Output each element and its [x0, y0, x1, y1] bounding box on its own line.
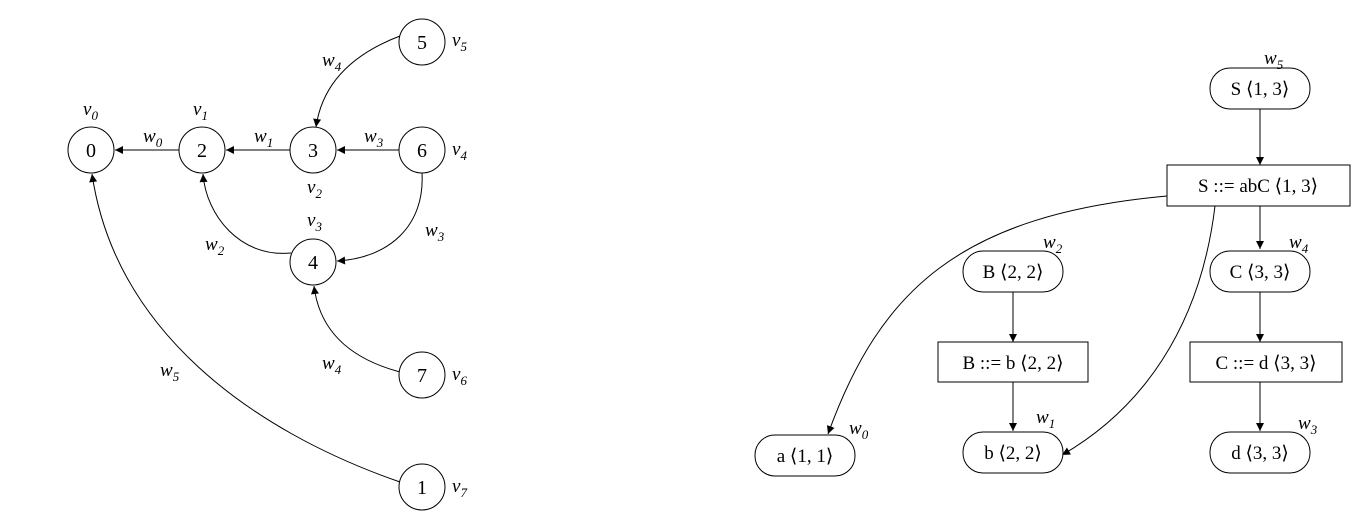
svg-text:C ⟨3, 3⟩: C ⟨3, 3⟩	[1230, 262, 1291, 283]
nonterminal-node-S: S ⟨1, 3⟩	[1209, 67, 1311, 110]
edge-5-3	[313, 35, 401, 128]
label-v2: v2	[307, 177, 322, 201]
vertex-labels: v0 v1 v2 v3 v4 v5 v6 v7	[83, 30, 467, 500]
weight-label: w4	[1289, 232, 1309, 256]
node-6: 6	[398, 126, 446, 174]
left-graph-nodes: 0 2 3 6 5 4 7 1	[67, 18, 446, 511]
weight-label: w5	[160, 360, 180, 384]
weight-label: w5	[1264, 48, 1284, 72]
svg-text:6: 6	[417, 140, 427, 162]
edge-Srule-a	[826, 195, 1168, 435]
weight-label: w0	[143, 126, 163, 150]
node-4: 4	[289, 238, 337, 286]
svg-text:d ⟨3, 3⟩: d ⟨3, 3⟩	[1231, 443, 1289, 464]
label-v3: v3	[307, 210, 322, 234]
left-graph-edges	[89, 35, 423, 483]
label-v0: v0	[83, 99, 98, 123]
svg-text:C ::= d ⟨3, 3⟩: C ::= d ⟨3, 3⟩	[1215, 353, 1316, 374]
label-v6: v6	[452, 364, 467, 388]
nonterminal-node-B: B ⟨2, 2⟩	[962, 250, 1064, 293]
weight-label: w1	[1036, 407, 1055, 431]
weight-label: w4	[322, 50, 342, 74]
svg-text:0: 0	[86, 140, 96, 162]
node-1: 1	[398, 463, 446, 511]
weight-label: w2	[1043, 232, 1063, 256]
edge-6-4	[336, 172, 423, 265]
terminal-node-b: b ⟨2, 2⟩	[962, 431, 1064, 474]
edge-4-2	[199, 173, 292, 254]
node-7: 7	[398, 351, 446, 399]
svg-text:4: 4	[308, 252, 318, 274]
edge-weight-labels: w0 w1 w3 w4 w3 w2 w4 w5	[143, 50, 445, 384]
svg-text:a ⟨1, 1⟩: a ⟨1, 1⟩	[777, 446, 834, 467]
weight-label: w0	[849, 418, 869, 442]
svg-text:1: 1	[417, 477, 427, 499]
edge-7-4	[311, 285, 401, 373]
svg-text:B ⟨2, 2⟩: B ⟨2, 2⟩	[983, 262, 1044, 283]
label-v5: v5	[452, 30, 467, 54]
edge-1-0	[89, 173, 401, 483]
svg-text:B ::= b ⟨2, 2⟩: B ::= b ⟨2, 2⟩	[962, 353, 1063, 374]
weight-label: w3	[1298, 413, 1318, 437]
terminal-node-d: d ⟨3, 3⟩	[1209, 431, 1311, 474]
rule-node-C: C ::= d ⟨3, 3⟩	[1189, 341, 1343, 383]
terminal-node-a: a ⟨1, 1⟩	[754, 434, 856, 477]
label-v1: v1	[193, 99, 208, 123]
node-2: 2	[178, 126, 226, 174]
edge-Srule-b	[1061, 205, 1216, 456]
svg-text:b ⟨2, 2⟩: b ⟨2, 2⟩	[984, 443, 1042, 464]
svg-text:7: 7	[417, 365, 427, 387]
node-3: 3	[289, 126, 337, 174]
svg-text:3: 3	[308, 140, 318, 162]
label-v4: v4	[452, 139, 467, 163]
svg-text:5: 5	[417, 32, 427, 54]
weight-label: w1	[254, 126, 273, 150]
label-v7: v7	[452, 476, 467, 500]
weight-label: w3	[364, 126, 384, 150]
rule-node-S: S ::= abC ⟨1, 3⟩	[1166, 164, 1351, 207]
node-0: 0	[67, 126, 115, 174]
weight-label: w2	[205, 234, 225, 258]
weight-label: w3	[425, 220, 445, 244]
node-5: 5	[398, 18, 446, 66]
rule-node-B: B ::= b ⟨2, 2⟩	[937, 341, 1089, 383]
svg-text:S ⟨1, 3⟩: S ⟨1, 3⟩	[1231, 79, 1290, 100]
svg-text:2: 2	[197, 140, 207, 162]
right-graph-nodes: S ⟨1, 3⟩ S ::= abC ⟨1, 3⟩ B ⟨2, 2⟩ C ⟨3,…	[754, 67, 1351, 477]
right-graph-edges	[826, 109, 1264, 456]
weight-label: w4	[322, 353, 342, 377]
svg-text:S ::= abC ⟨1, 3⟩: S ::= abC ⟨1, 3⟩	[1198, 176, 1318, 197]
right-weight-labels: w5 w2 w4 w0 w1 w3	[849, 48, 1318, 442]
nonterminal-node-C: C ⟨3, 3⟩	[1209, 250, 1311, 293]
